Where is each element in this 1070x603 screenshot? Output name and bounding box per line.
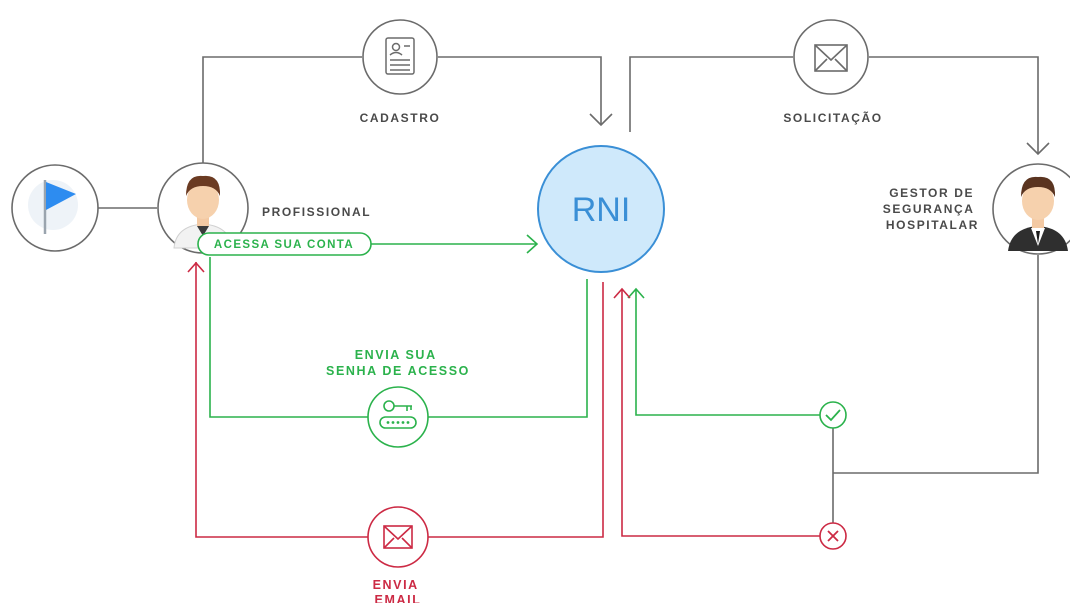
envia-senha-label: ENVIA SUA SENHA DE ACESSO	[326, 348, 470, 378]
check-icon	[825, 409, 841, 422]
profissional-label: PROFISSIONAL	[262, 205, 371, 219]
cadastro-line-right	[438, 56, 602, 124]
solicitacao-line-left	[629, 56, 793, 132]
gray-connectors	[98, 56, 1050, 524]
solicitacao-arrow	[1026, 142, 1050, 156]
approve-badge[interactable]	[819, 401, 847, 429]
solicitacao-label: SOLICITAÇÃO	[783, 110, 882, 125]
gestor-label-line-3: HOSPITALAR	[886, 218, 979, 232]
green-connectors	[209, 234, 820, 418]
cadastro-arrow	[589, 113, 613, 127]
senha-line-left	[209, 257, 368, 418]
gestor-label-line-2: SEGURANÇA	[883, 202, 974, 216]
close-icon	[827, 530, 839, 542]
cadastro-line-left	[202, 56, 362, 163]
gestor-node[interactable]	[992, 163, 1070, 255]
email-line-left	[195, 262, 368, 538]
approve-arrow	[627, 287, 645, 299]
email-line-right	[428, 282, 604, 538]
rni-label: RNI	[572, 191, 631, 229]
rni-node[interactable]: RNI	[537, 145, 665, 273]
start-node	[11, 164, 99, 252]
acessa-conta-pill[interactable]: ACESSA SUA CONTA	[197, 232, 372, 256]
cadastro-step	[362, 19, 438, 95]
key-password-icon	[379, 400, 417, 429]
reject-arrow	[613, 287, 631, 299]
senha-line-right	[428, 279, 588, 418]
red-connectors	[187, 261, 820, 538]
solicitacao-step	[793, 19, 869, 95]
envia-email-line-2: EMAIL	[375, 593, 422, 603]
email-arrow	[187, 261, 205, 273]
gestor-decision-line	[833, 255, 1039, 474]
senha-step	[367, 386, 429, 448]
document-icon	[385, 37, 415, 75]
password-dots	[386, 421, 410, 424]
acessa-conta-arrow	[526, 234, 539, 254]
envia-senha-line-2: SENHA DE ACESSO	[326, 364, 470, 378]
solicitacao-line-right	[869, 56, 1039, 153]
email-step	[367, 506, 429, 568]
cadastro-label: CADASTRO	[360, 111, 441, 125]
envia-email-label: ENVIA EMAIL	[373, 578, 424, 603]
envia-email-line-1: ENVIA	[373, 578, 419, 592]
envelope-icon	[383, 525, 413, 549]
manager-avatar-icon	[1008, 176, 1068, 251]
approve-line	[635, 290, 820, 416]
reject-badge[interactable]	[819, 522, 847, 550]
gestor-label: GESTOR DE SEGURANÇA HOSPITALAR	[883, 186, 979, 232]
gestor-label-line-1: GESTOR DE	[889, 186, 974, 200]
envelope-icon	[814, 44, 848, 72]
acessa-conta-label: ACESSA SUA CONTA	[214, 239, 354, 251]
envia-senha-line-1: ENVIA SUA	[355, 348, 437, 362]
flag-icon	[43, 180, 76, 234]
reject-line	[621, 290, 820, 537]
